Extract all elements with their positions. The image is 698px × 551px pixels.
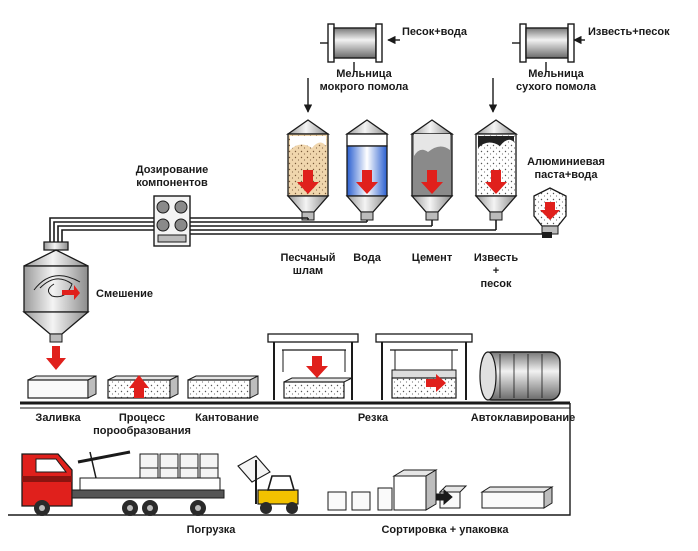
silo-label-lime-sand: Известь + песок (466, 252, 526, 291)
silo-label-line1: Известь (473, 252, 519, 264)
silo-lime-sand (473, 119, 519, 221)
tank-outlet (542, 232, 552, 238)
silo-arrows (297, 170, 560, 220)
tilting-label: Кантование (195, 412, 259, 424)
silo-label-line3: песок (480, 278, 512, 290)
dosing-label-line1: Дозирование (135, 164, 209, 176)
mould-pouring (27, 375, 97, 399)
autoclave-label: Автоклавирование (470, 412, 576, 424)
aluminium-label-line1: Алюминиевая (527, 156, 605, 168)
dry-mill-input-label: Известь+песок (588, 26, 670, 38)
dry-mill-label-line2: сухого помола (516, 81, 596, 93)
dosing-unit (153, 195, 191, 247)
wet-mill-input-label: Песок+вода (402, 26, 467, 38)
sorting-packing-label: Сортировка + упаковка (381, 524, 509, 536)
aluminium-label-line2: паста+вода (534, 169, 598, 181)
silo-label-cement: Цемент (404, 252, 460, 265)
dry-mill (488, 23, 585, 113)
autoclave (479, 351, 561, 401)
cutting-station-1 (267, 333, 359, 400)
silo-label-sand-slurry: Песчаный шлам (278, 252, 338, 278)
mixer (22, 241, 90, 370)
pouring-label: Заливка (35, 412, 81, 424)
silo-label-line1: Вода (353, 252, 381, 264)
packing-area (327, 469, 554, 511)
dosing-label-line2: компонентов (136, 177, 208, 189)
cutting-label: Резка (357, 412, 389, 424)
pore-forming-label: Процесс порообразования (90, 412, 194, 438)
mould-tilting (187, 375, 259, 399)
wet-mill-label-line1: Мельница (336, 68, 392, 80)
mixing-label: Смешение (96, 288, 154, 300)
mould-pore-forming (107, 375, 179, 399)
pore-forming-label-line2: порообразования (93, 425, 191, 437)
dry-mill-label-line1: Мельница (528, 68, 584, 80)
aluminium-label: Алюминиевая паста+вода (526, 156, 606, 182)
wet-mill (303, 23, 400, 113)
silo-label-line1: Песчаный (280, 252, 336, 264)
silo-label-line2: + (492, 265, 500, 277)
silo-label-water: Вода (342, 252, 392, 265)
silo-label-line1: Цемент (411, 252, 453, 264)
dosing-label: Дозирование компонентов (122, 164, 222, 190)
loading-label: Погрузка (186, 524, 236, 536)
dry-mill-label: Мельница сухого помола (506, 68, 606, 94)
cutting-station-2 (375, 333, 473, 400)
truck (21, 450, 225, 516)
wet-mill-label-line2: мокрого помола (319, 81, 409, 93)
silo-label-line2: шлам (292, 265, 324, 277)
pipe-bundle (49, 217, 550, 242)
forklift (237, 455, 299, 514)
pore-forming-label-line1: Процесс (118, 412, 166, 424)
wet-mill-label: Мельница мокрого помола (314, 68, 414, 94)
